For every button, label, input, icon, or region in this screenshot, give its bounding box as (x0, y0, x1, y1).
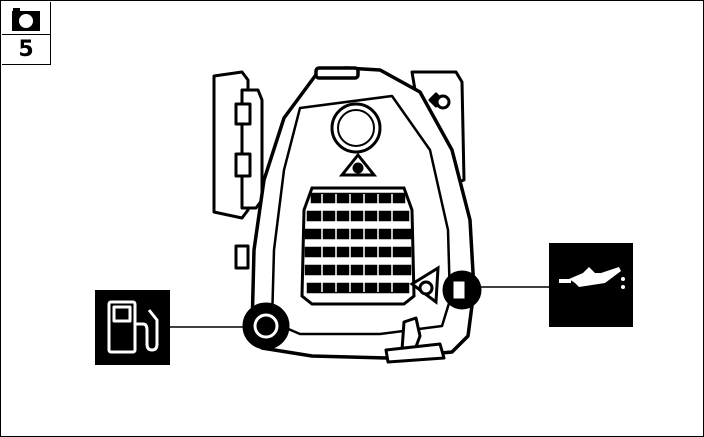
figure-number: 5 (18, 37, 34, 62)
choke-badge (409, 265, 440, 305)
oil-can-icon (549, 243, 633, 327)
top-cap (330, 102, 382, 154)
fuel-pump-icon (95, 290, 170, 365)
air-grille (300, 186, 416, 306)
oil-cap (442, 270, 482, 310)
bottom-handle (384, 316, 446, 364)
figure-badge: 5 (2, 2, 51, 65)
camera-icon (2, 2, 50, 35)
badge-outline (2, 2, 51, 65)
fuel-cap (242, 302, 290, 350)
spark-plug-badge (338, 152, 378, 177)
